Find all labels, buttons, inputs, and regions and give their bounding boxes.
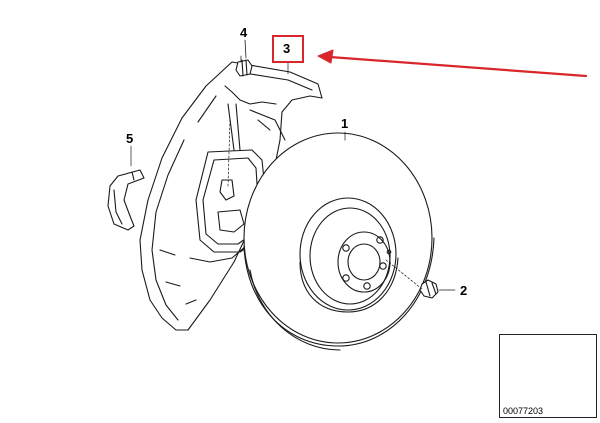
disc-bolt-part: [419, 279, 439, 299]
callout-clip: 5: [126, 131, 134, 146]
callout-highlight-box: [272, 35, 304, 63]
diagram-number: 00077203: [503, 406, 544, 416]
vehicle-locator-thumbnail: [499, 334, 597, 418]
brake-disc-part: [243, 132, 435, 351]
leader-lines: [130, 62, 456, 291]
callout-shield: 3: [283, 41, 291, 56]
callout-disc: 1: [341, 116, 349, 131]
brake-shield-part: [139, 61, 323, 331]
shield-clip-part: [107, 169, 145, 231]
callout-bolt: 2: [460, 283, 468, 298]
shield-bolt-part: [235, 39, 253, 77]
red-arrow-icon: [317, 49, 588, 78]
callout-shield-bolt: 4: [240, 25, 248, 40]
